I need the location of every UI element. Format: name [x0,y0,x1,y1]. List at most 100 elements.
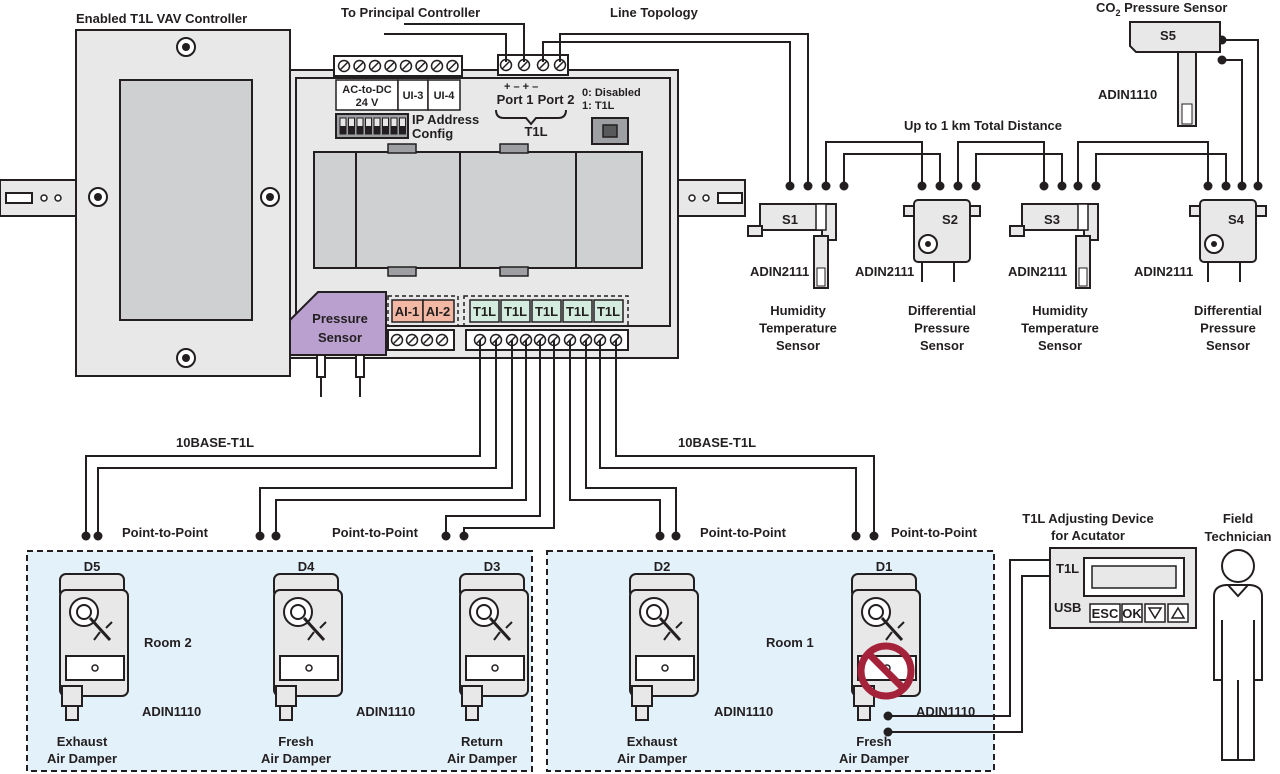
sensor-name: Differential [908,303,976,318]
wire-terminal [441,531,451,541]
ok-key[interactable] [1121,603,1143,623]
sensor-chip: ADIN2111 [1008,264,1067,279]
dip-toggle[interactable] [382,117,389,135]
distance-label: Up to 1 km Total Distance [904,118,1062,133]
damper-id: D4 [298,559,315,574]
controller-title: Enabled T1L VAV Controller [76,11,247,26]
port2-label: Port 2 [538,92,575,107]
wire-terminal [785,181,795,191]
damper-chip: ADIN1110 [714,704,773,719]
t1l-port [531,299,562,323]
wire-terminal [255,531,265,541]
t1l-port-label: T1L [473,304,496,319]
wire-terminal [1237,181,1247,191]
dip-toggle[interactable] [339,117,347,135]
t1l-group-label: T1L [524,124,547,139]
line-topology-label: Line Topology [610,5,699,20]
left-10base-label: 10BASE-T1L [176,435,254,450]
ip-config-label-1: IP Address [412,112,479,127]
no-access-icon [857,642,915,700]
wire-terminal [1203,181,1213,191]
terminal-screw [337,59,351,73]
dip-toggle[interactable] [348,117,355,135]
damper-name: Air Damper [47,751,117,766]
sensor-name: Humidity [770,303,826,318]
wire-terminal [459,531,469,541]
damper-id: D2 [654,559,671,574]
sensor-id: S2 [942,212,958,227]
ip-dip-switch[interactable] [335,113,409,139]
down-key[interactable] [1144,603,1166,623]
sensor-chip: ADIN2111 [750,264,809,279]
damper-name: Air Damper [447,751,517,766]
wire-terminal [1057,181,1067,191]
sensor-id: S5 [1160,28,1176,43]
sensor-chip: ADIN2111 [1134,264,1193,279]
t1l-port [562,299,593,323]
wire-terminal [821,181,831,191]
down-arrow-icon [1147,607,1163,620]
sensor-chip: ADIN1110 [1098,87,1157,102]
damper-name: Air Damper [617,751,687,766]
terminal-screw [446,59,459,73]
to-principal-label: To Principal Controller [341,5,480,20]
damper-name: Fresh [278,734,313,749]
sensor-id: S3 [1044,212,1060,227]
ac-dc-label: AC-to-DC [342,84,392,96]
mode-label-1: 0: Disabled [582,87,641,99]
damper-chip: ADIN1110 [356,704,415,719]
sensor-s1: S1 [747,203,837,289]
terminal-screw [390,333,404,347]
t1l-port-label: T1L [597,304,620,319]
wire-terminal [869,531,879,541]
damper-name: Exhaust [57,734,108,749]
dip-toggle[interactable] [373,117,381,135]
terminal-screw [353,59,366,73]
adjusting-t1l-label: T1L [1056,561,1079,576]
dip-toggle[interactable] [390,117,398,135]
wire-terminal [93,531,103,541]
din-rail [0,179,746,217]
mode-label-2: 1: T1L [582,100,615,112]
port-terminal-block [497,54,569,76]
damper-id: D3 [484,559,501,574]
sensor-s3: S3 [1009,203,1099,289]
wire-terminal [1253,181,1263,191]
sensor-name: Sensor [776,338,820,353]
wire-terminal [1073,181,1083,191]
t1l-port-label: T1L [566,304,589,319]
terminal-screw [420,333,434,347]
mode-switch[interactable] [591,117,629,145]
power-terminal-block [333,55,463,77]
technician-label-1: Field [1223,511,1253,526]
up-key[interactable] [1167,603,1189,623]
ui3-label: UI-3 [403,90,424,102]
sensor-name: Temperature [1021,321,1099,336]
wire-terminal [935,181,945,191]
terminal-screw [384,59,397,73]
sensor-name: Sensor [920,338,964,353]
adjusting-usb-label: USB [1054,600,1081,615]
terminal-screw [399,59,413,73]
adjusting-device-title-2: for Acutator [1051,528,1125,543]
wire-terminal [971,181,981,191]
room-1-label: Room 1 [766,635,814,650]
damper-name: Fresh [856,734,891,749]
up-arrow-icon [1170,606,1186,619]
dip-toggle[interactable] [399,117,406,135]
dip-toggle[interactable] [365,117,372,135]
sensor-s2: S2 [903,199,981,282]
ip-config-label-2: Config [412,126,453,141]
sensor-chip: ADIN2111 [855,264,914,279]
esc-key[interactable] [1089,603,1121,623]
wire-terminal [839,181,849,191]
wire-terminal [883,727,893,737]
wire-terminal [655,531,665,541]
wire-terminal [671,531,681,541]
dip-toggle[interactable] [356,117,364,135]
terminal-screw [415,59,428,73]
